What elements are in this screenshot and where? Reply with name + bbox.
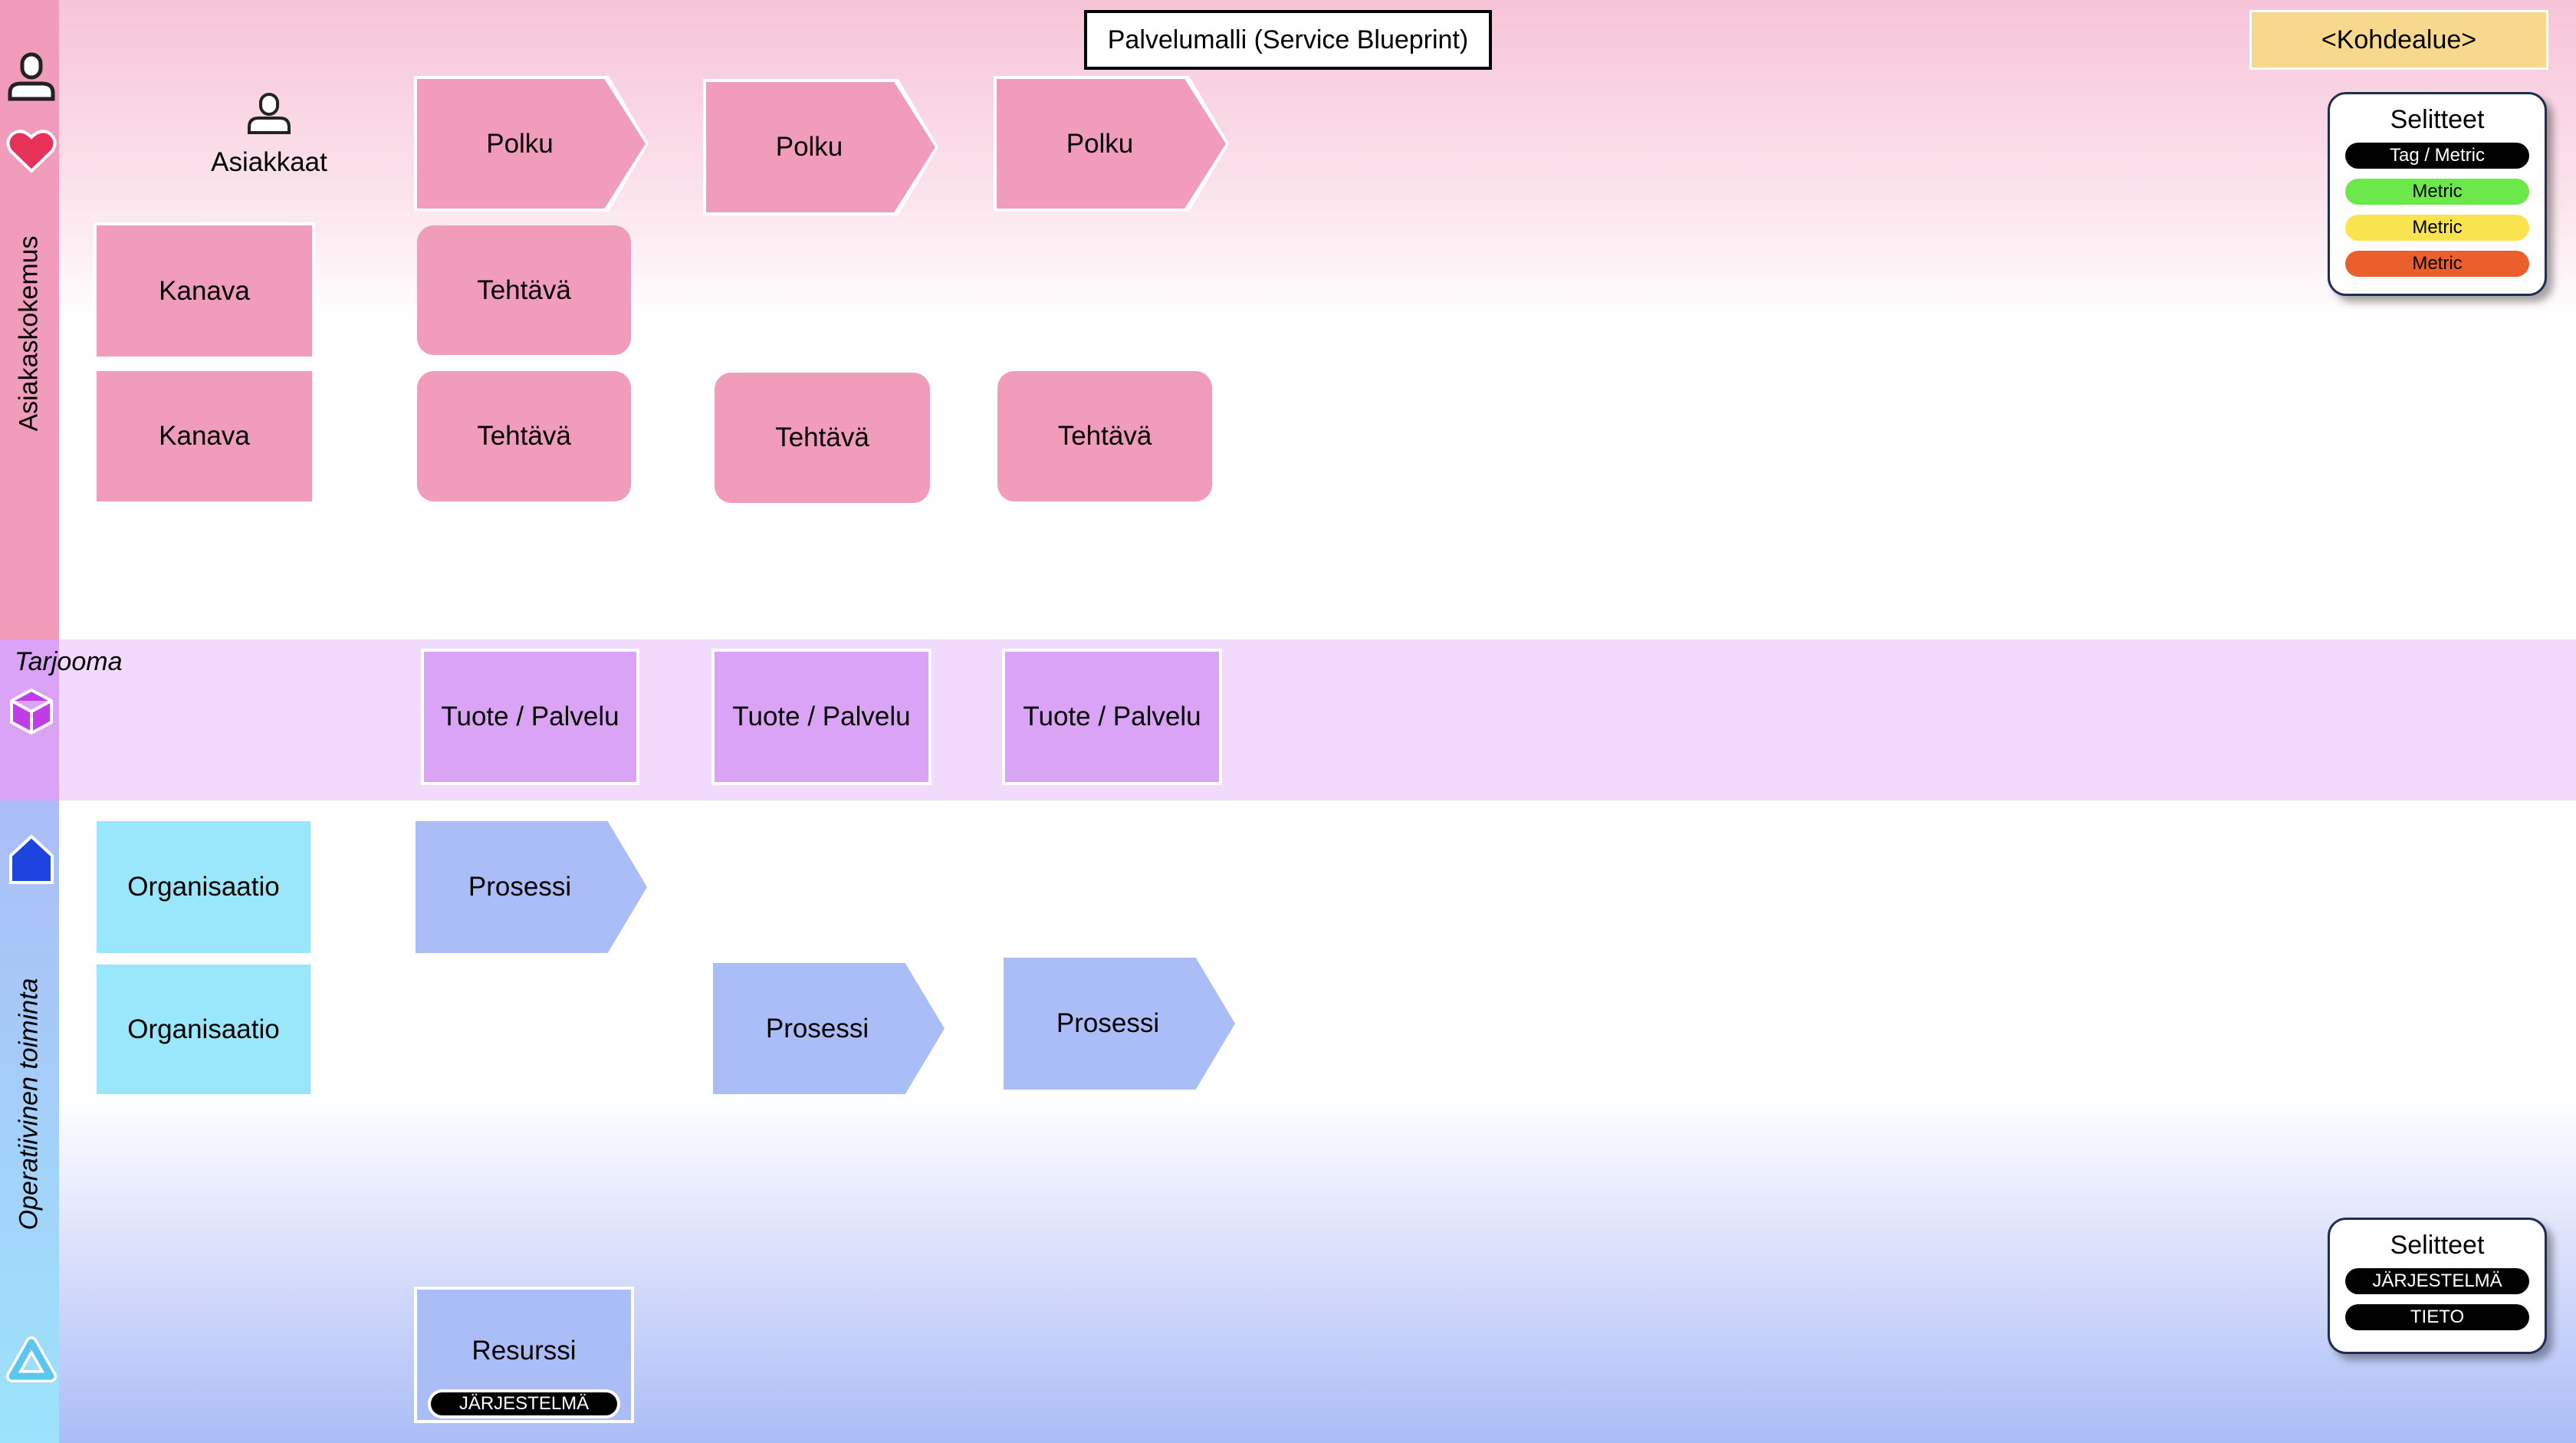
journey-label: Polku xyxy=(997,79,1226,209)
task-card[interactable]: Tehtävä xyxy=(417,225,631,355)
customer-icon xyxy=(248,93,291,134)
product-card[interactable]: Tuote / Palvelu xyxy=(711,649,932,785)
process-step[interactable]: Prosessi xyxy=(1004,958,1235,1090)
resource-card[interactable]: Resurssi JÄRJESTELMÄ xyxy=(414,1287,634,1423)
legend-metric-red: Metric xyxy=(2345,251,2529,277)
heart-icon xyxy=(6,130,57,173)
legend-title: Selitteet xyxy=(2390,1231,2485,1260)
legend-data-tag: TIETO xyxy=(2345,1304,2529,1330)
target-area-label[interactable]: <Kohdealue> xyxy=(2249,10,2548,70)
lane-label-experience: Asiakaskokemus xyxy=(14,235,44,432)
process-step[interactable]: Prosessi xyxy=(713,963,945,1094)
offering-lane xyxy=(0,639,2576,800)
journey-step[interactable]: Polku xyxy=(414,76,649,212)
organisation-card[interactable]: Organisaatio xyxy=(97,821,310,953)
experience-sidebar xyxy=(0,0,59,639)
resource-label: Resurssi xyxy=(472,1336,577,1366)
system-tag: JÄRJESTELMÄ xyxy=(428,1389,620,1418)
lane-label-operations: Operatiivinen toiminta xyxy=(14,978,44,1231)
person-icon xyxy=(8,52,55,101)
cube-icon xyxy=(10,689,53,735)
legend-metrics: Selitteet Tag / Metric Metric Metric Met… xyxy=(2328,92,2547,296)
journey-step[interactable]: Polku xyxy=(994,76,1229,212)
legend-metric-yellow: Metric xyxy=(2345,215,2529,241)
customers-label: Asiakkaat xyxy=(211,147,327,177)
channel-card[interactable]: Kanava xyxy=(97,371,312,501)
journey-label: Polku xyxy=(706,82,935,212)
task-card[interactable]: Tehtävä xyxy=(417,371,631,501)
legend-system-tag: JÄRJESTELMÄ xyxy=(2345,1268,2529,1294)
task-card[interactable]: Tehtävä xyxy=(997,371,1212,501)
lane-label-offering: Tarjooma xyxy=(15,647,123,676)
legend-title: Selitteet xyxy=(2390,105,2485,134)
diagram-title: Palvelumalli (Service Blueprint) xyxy=(1084,10,1492,70)
operations-lane xyxy=(0,800,2576,1443)
network-icon xyxy=(6,1336,57,1382)
operations-sidebar xyxy=(0,800,59,1443)
product-card[interactable]: Tuote / Palvelu xyxy=(421,649,639,785)
journey-label: Polku xyxy=(417,79,646,209)
journey-step[interactable]: Polku xyxy=(703,79,938,215)
legend-systems: Selitteet JÄRJESTELMÄ TIETO xyxy=(2328,1218,2547,1354)
legend-tag-metric: Tag / Metric xyxy=(2345,143,2529,169)
organisation-card[interactable]: Organisaatio xyxy=(97,965,310,1094)
product-card[interactable]: Tuote / Palvelu xyxy=(1002,649,1222,785)
house-icon xyxy=(9,834,54,884)
task-card[interactable]: Tehtävä xyxy=(715,373,930,503)
legend-metric-green: Metric xyxy=(2345,179,2529,205)
channel-card[interactable]: Kanava xyxy=(94,222,315,360)
experience-lane xyxy=(0,0,2576,639)
process-step[interactable]: Prosessi xyxy=(416,821,647,953)
